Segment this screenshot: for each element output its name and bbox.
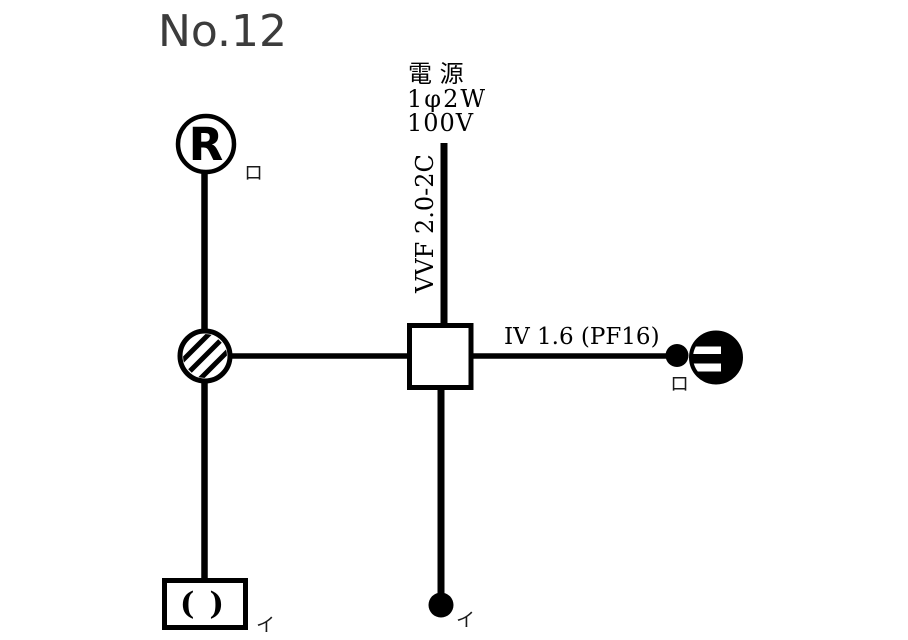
- power-source-label-line1: 電 源: [408, 60, 464, 88]
- power-source-label-line2: 1φ2W: [407, 85, 487, 113]
- power-source-label-line3: 100V: [407, 109, 474, 137]
- lamp-receptacle-symbol: [175, 113, 237, 175]
- ceiling-rosette-glyph: ( ): [180, 586, 226, 622]
- source-cable-label: VVF 2.0-2C: [411, 154, 439, 294]
- switch-right-circuit-mark: ロ: [670, 373, 689, 395]
- switch-bottom-circuit-mark: イ: [456, 609, 475, 631]
- page-title: No.12: [158, 6, 287, 57]
- outlet-box-symbol: [407, 323, 474, 390]
- ceiling-rosette-circuit-mark: イ: [256, 614, 275, 636]
- joint-box-hatching: [183, 334, 227, 378]
- ceiling-rosette-symbol: [162, 578, 248, 630]
- lamp-receptacle-letter: R: [189, 118, 224, 171]
- outlet-symbol: [689, 330, 743, 385]
- switch-symbol-right: [665, 344, 689, 367]
- lamp-receptacle-circuit-mark: ロ: [244, 162, 263, 184]
- conduit-cable-label: IV 1.6 (PF16): [504, 324, 660, 350]
- switch-symbol-bottom: [428, 592, 454, 618]
